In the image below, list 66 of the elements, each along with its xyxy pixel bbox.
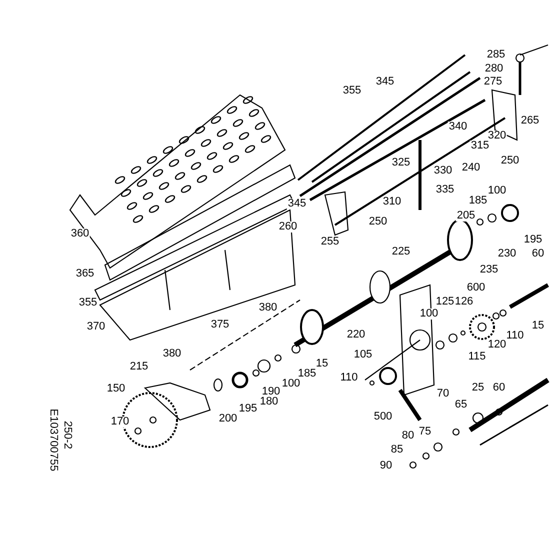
callout-number: 320 [486,130,508,142]
callout-number: 260 [278,222,298,232]
callout-number: 195 [522,234,544,246]
callout-number: 85 [390,444,404,456]
document-code: E103700755 [48,408,58,472]
callout-number: 265 [520,116,540,126]
callout-number: 215 [128,362,150,372]
callout-number: 115 [467,352,487,362]
callout-number: 200 [218,414,238,424]
callout-number: 355 [342,86,362,96]
callout-number: 345 [286,198,308,210]
callout-number: 370 [86,322,106,332]
callout-number: 340 [448,122,468,132]
callout-number: 80 [400,430,416,442]
callout-number: 100 [486,186,508,196]
callout-number: 230 [496,248,518,260]
callout-number: 185 [468,196,488,206]
callout-number: 250 [500,156,520,166]
callout-number: 255 [320,236,340,248]
callout-number: 355 [78,298,98,308]
callout-number: 105 [352,350,374,360]
callout-number: 190 [260,386,282,398]
callout-number: 600 [466,282,486,294]
callout-number: 380 [258,302,278,314]
callout-number: 500 [372,412,394,422]
callout-number: 345 [374,76,396,88]
callout-number: 335 [434,184,456,196]
callout-number: 380 [162,348,182,360]
callout-number: 375 [210,320,230,330]
callout-number: 100 [418,308,440,320]
callout-number: 110 [505,330,525,342]
callout-number: 90 [378,460,394,472]
callout-number: 240 [460,162,482,174]
callout-number: 126 [454,296,474,308]
callout-number: 60 [530,248,546,260]
callout-number: 315 [470,140,490,152]
callout-number: 25 [470,382,486,394]
callout-number: 220 [346,330,366,340]
drawing-number: 250-2 [62,420,72,450]
callout-number: 225 [390,246,412,258]
callout-number: 285 [486,50,506,60]
callout-number: 325 [390,158,412,168]
callout-number: 235 [478,264,500,276]
callout-number: 310 [382,196,402,208]
callout-number: 170 [110,416,130,428]
callout-number: 275 [482,76,504,88]
callout-number: 250 [368,216,388,228]
callout-number: 195 [238,404,258,414]
callout-number: 205 [456,210,476,222]
callout-number: 110 [339,372,359,384]
callout-number: 150 [106,384,126,394]
callout-number: 15 [314,358,330,370]
callout-number: 60 [492,382,506,394]
callout-number: 280 [484,64,504,74]
callout-number: 365 [74,268,96,280]
callout-number: 120 [486,340,508,350]
callout-number: 185 [296,368,318,380]
callout-number: 180 [258,396,280,408]
callout-number: 330 [432,166,454,176]
callout-number: 360 [70,228,90,240]
callout-number: 70 [436,388,450,400]
callout-number: 75 [418,426,432,438]
callout-number: 15 [530,320,546,332]
callout-number: 100 [280,378,302,390]
callout-number: 125 [434,296,456,308]
callout-number: 65 [454,400,468,410]
